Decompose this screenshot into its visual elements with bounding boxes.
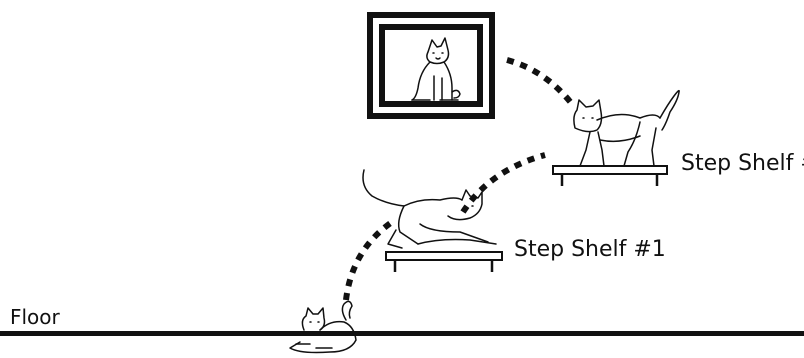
step-shelf-1-label: Step Shelf #1 [514, 237, 666, 262]
standing-cat [574, 91, 679, 166]
step-shelf-2-label: Step Shelf #2 [681, 151, 804, 176]
window-frame [367, 12, 495, 119]
jump-path-shelf2-to-window [507, 60, 572, 104]
step-shelf-1 [386, 252, 502, 272]
floor-line [0, 331, 804, 336]
lying-cat [290, 301, 356, 352]
step-shelf-2 [553, 166, 667, 186]
leaping-cat [363, 170, 496, 248]
floor-label: Floor [10, 305, 61, 329]
jump-path-shelf1-to-shelf2 [463, 155, 545, 212]
